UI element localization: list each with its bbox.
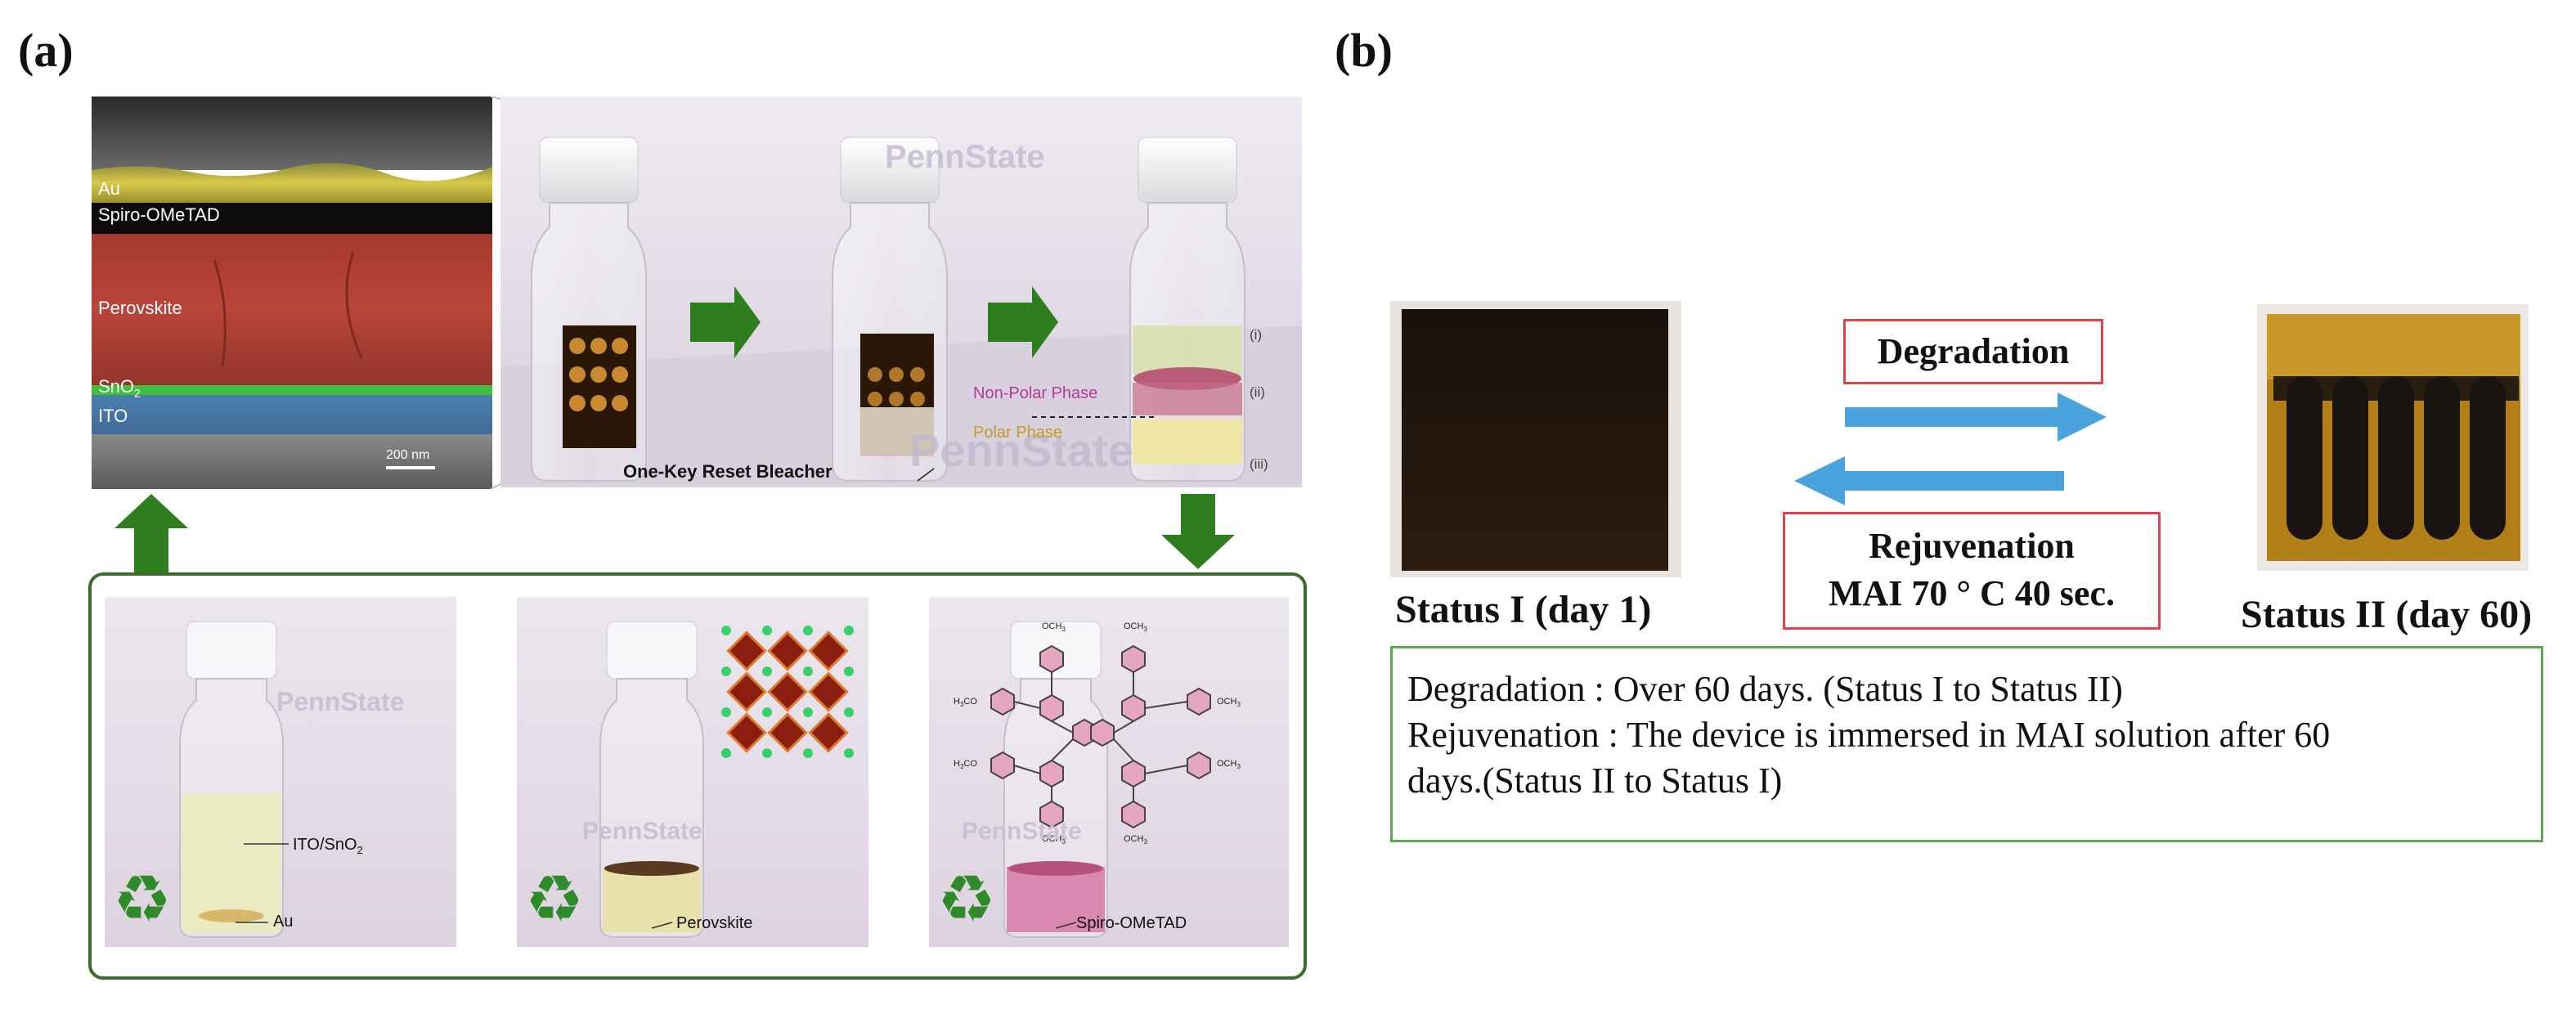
methoxy-right-2: OCH3	[1217, 759, 1241, 771]
note-degradation: Degradation : Over 60 days. (Status I to…	[1407, 669, 2123, 709]
arrow-right-blue	[1845, 393, 2107, 442]
recycle-tile-ito-au: ♻ ITO/SnO2 Au PennState	[105, 597, 456, 947]
recycle-icon-3: ♻	[937, 863, 996, 935]
label-perovskite: Perovskite	[676, 914, 753, 932]
label-ito-sno2: ITO/SnO2	[293, 836, 363, 856]
watermark-bottom: PennState	[909, 424, 1133, 476]
bleacher-scene: PennState PennState One-Key Reset Bleach…	[500, 96, 1302, 487]
methoxy-right-1: OCH3	[1217, 697, 1241, 709]
vial-perovskite-art	[599, 621, 854, 938]
sem-cross-section: Au Spiro-OMeTAD Perovskite SnO2 ITO 200 …	[92, 96, 492, 489]
recycle-icon-2: ♻	[525, 863, 584, 935]
sem-layer-perovskite: Perovskite	[98, 298, 182, 318]
watermark-tile-3: PennState	[962, 818, 1082, 845]
arrow-up-green	[114, 494, 188, 576]
methoxy-top-right: OCH3	[1124, 621, 1147, 634]
rejuvenation-title: Rejuvenation	[1869, 526, 2075, 566]
device-status-2-photo	[2257, 304, 2529, 571]
vial-ito-art	[179, 621, 289, 938]
sem-scalebar: 200 nm	[386, 448, 430, 462]
watermark-top: PennState	[885, 139, 1045, 175]
panel-a-label: (a)	[18, 24, 74, 77]
label-au: Au	[273, 913, 294, 931]
sem-layer-spiro: Spiro-OMeTAD	[98, 204, 220, 225]
methoxy-top-left: OCH3	[1042, 621, 1066, 634]
methoxy-bottom-right: OCH3	[1124, 834, 1147, 846]
degradation-box: Degradation	[1843, 319, 2103, 384]
phase-marker-i: (i)	[1250, 327, 1263, 343]
methoxy-left-2: H3CO	[954, 759, 977, 771]
polar-phase-label: Polar Phase	[973, 424, 1062, 442]
phase-marker-iii: (iii)	[1250, 456, 1268, 472]
notes-box: Degradation : Over 60 days. (Status I to…	[1390, 646, 2543, 842]
methoxy-left-1: H3CO	[954, 697, 977, 709]
recycle-tile-spiro: ♻ Spiro-OMeTAD OCH3 OCH3 H3CO H3CO OCH3 …	[929, 597, 1289, 947]
rejuvenation-condition: MAI 70 ° C 40 sec.	[1829, 573, 2115, 613]
label-spiro: Spiro-OMeTAD	[1076, 914, 1187, 932]
bleacher-label: One-Key Reset Bleacher	[623, 461, 832, 482]
device-status-1-film	[1402, 309, 1668, 571]
non-polar-phase-label: Non-Polar Phase	[973, 384, 1098, 402]
status-2-caption: Status II (day 60)	[2241, 593, 2533, 636]
sem-image	[92, 96, 492, 489]
device-status-1-photo	[1390, 301, 1681, 577]
arrow-left-blue	[1794, 456, 2064, 505]
recycle-tile-perovskite: ♻ Perovskite PennState	[517, 597, 868, 947]
sem-layer-au: Au	[98, 178, 120, 199]
recycle-frame	[88, 572, 1307, 980]
phase-marker-ii: (ii)	[1250, 384, 1265, 400]
status-1-caption: Status I (day 1)	[1395, 588, 1652, 631]
panel-b-label: (b)	[1335, 24, 1393, 77]
watermark-tile-1: PennState	[276, 687, 405, 716]
note-rejuvenation: Rejuvenation : The device is immersed in…	[1407, 715, 2331, 755]
sem-layer-sno2: SnO2	[98, 376, 141, 400]
sem-layer-ito: ITO	[98, 406, 128, 426]
note-rejuvenation-cont: days.(Status II to Status I)	[1407, 760, 1783, 801]
watermark-tile-2: PennState	[582, 818, 702, 845]
bleacher-scene-art	[500, 137, 1302, 487]
rejuvenation-box: Rejuvenation MAI 70 ° C 40 sec.	[1783, 512, 2161, 630]
device-status-2-art	[2267, 314, 2520, 561]
vial-spiro-art	[990, 621, 1211, 938]
arrow-down-green	[1161, 494, 1235, 569]
methoxy-bottom-left: OCH3	[1042, 834, 1066, 846]
recycle-icon-1: ♻	[113, 863, 172, 935]
